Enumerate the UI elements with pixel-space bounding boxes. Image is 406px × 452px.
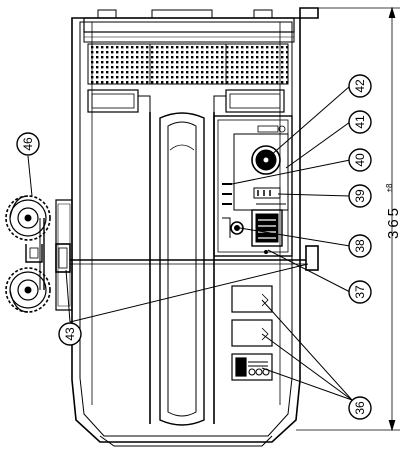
carry-handle (149, 112, 215, 426)
callout-36: 36 (348, 396, 372, 420)
side-blocks (87, 89, 285, 113)
callout-38: 38 (348, 234, 372, 258)
callout-37: 37 (348, 280, 372, 304)
dimension-label: 365 ±8 (385, 183, 402, 239)
leader-lines (27, 85, 353, 401)
reel-assembly (5, 195, 73, 313)
top-mechanism (83, 9, 295, 43)
svg-text:41: 41 (353, 115, 367, 129)
svg-text:40: 40 (353, 153, 367, 167)
callout-41: 41 (348, 110, 372, 134)
svg-text:46: 46 (21, 137, 35, 151)
svg-text:42: 42 (353, 79, 367, 93)
callout-40: 40 (348, 148, 372, 172)
callout-46: 46 (16, 132, 40, 156)
svg-text:43: 43 (63, 327, 77, 341)
callout-43: 43 (58, 322, 82, 346)
side-rail (55, 243, 319, 273)
label-plates (231, 285, 273, 381)
dimension-line (296, 6, 400, 432)
svg-text:37: 37 (353, 285, 367, 299)
svg-text:39: 39 (353, 189, 367, 203)
svg-text:38: 38 (353, 239, 367, 253)
callout-39: 39 (348, 184, 372, 208)
svg-text:36: 36 (353, 401, 367, 415)
callout-42: 42 (348, 74, 372, 98)
callouts: 42 41 40 39 38 37 36 43 (16, 74, 372, 420)
control-panel (213, 115, 293, 257)
dimension-tolerance: ±8 (385, 183, 394, 192)
dimension-value: 365 (385, 205, 402, 239)
vent-grille (87, 43, 289, 85)
